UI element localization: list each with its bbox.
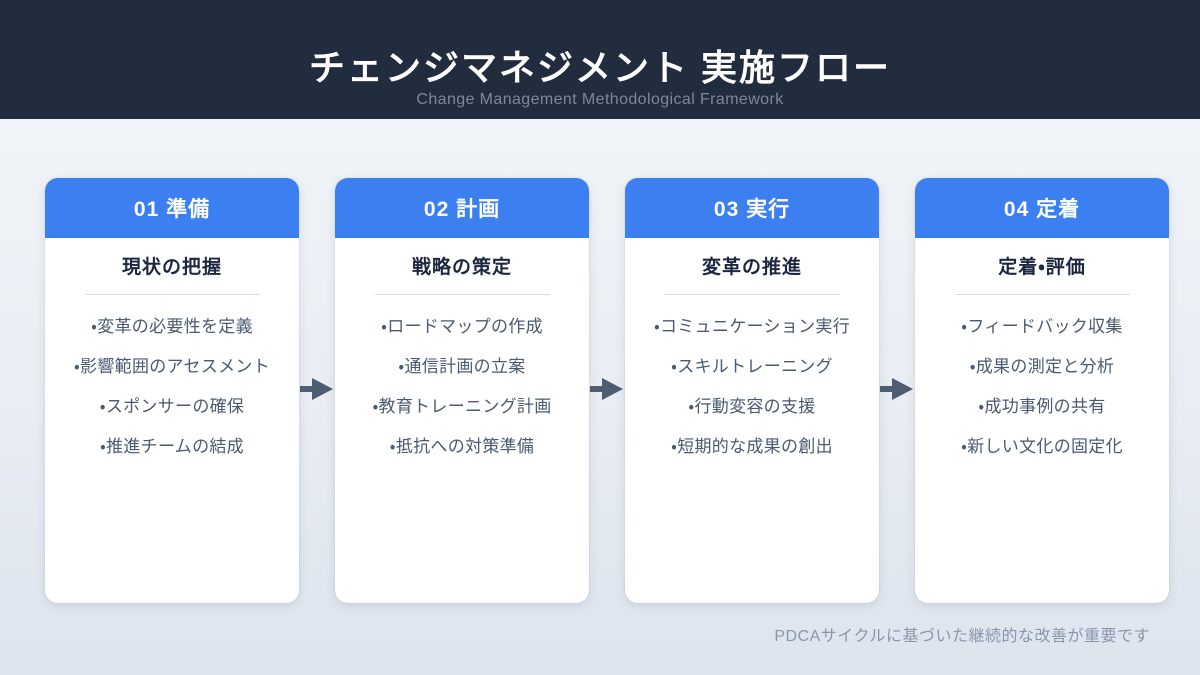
step-item: ・教育トレーニング計画 bbox=[372, 397, 552, 416]
step-card-4-header: 04 定着 bbox=[915, 178, 1169, 238]
step-card-1: 01 準備 現状の把握 ・変革の必要性を定義 ・影響範囲のアセスメント ・スポン… bbox=[45, 178, 299, 603]
step-item: ・ロードマップの作成 bbox=[381, 317, 543, 336]
step-item: ・フィードバック収集 bbox=[961, 317, 1123, 336]
step-item: ・成果の測定と分析 bbox=[969, 357, 1115, 376]
divider bbox=[374, 294, 550, 295]
step-item: ・短期的な成果の創出 bbox=[671, 437, 833, 456]
step-card-2-subtitle: 戦略の策定 bbox=[411, 257, 512, 278]
arrow-right-icon bbox=[590, 378, 623, 400]
step-card-3-item-list: ・コミュニケーション実行 ・スキルトレーニング ・行動変容の支援 ・短期的な成果… bbox=[625, 307, 879, 467]
step-item: ・成功事例の共有 bbox=[978, 397, 1106, 416]
step-item: ・通信計画の立案 bbox=[398, 357, 526, 376]
step-card-3-header: 03 実行 bbox=[625, 178, 879, 238]
step-card-4-subtitle: 定着・評価 bbox=[998, 257, 1086, 278]
step-item: ・抵抗への対策準備 bbox=[389, 437, 535, 456]
flow-diagram: 01 準備 現状の把握 ・変革の必要性を定義 ・影響範囲のアセスメント ・スポン… bbox=[0, 119, 1200, 603]
step-card-1-item-list: ・変革の必要性を定義 ・影響範囲のアセスメント ・スポンサーの確保 ・推進チーム… bbox=[45, 307, 299, 467]
slide-header: チェンジマネジメント 実施フロー Change Management Metho… bbox=[0, 0, 1200, 119]
step-item: ・影響範囲のアセスメント bbox=[73, 357, 271, 376]
page-subtitle: Change Management Methodological Framewo… bbox=[416, 91, 784, 108]
step-card-4-item-list: ・フィードバック収集 ・成果の測定と分析 ・成功事例の共有 ・新しい文化の固定化 bbox=[915, 307, 1169, 467]
step-item: ・コミュニケーション実行 bbox=[653, 317, 851, 336]
arrow-right-icon bbox=[300, 378, 333, 400]
step-card-2: 02 計画 戦略の策定 ・ロードマップの作成 ・通信計画の立案 ・教育トレーニン… bbox=[335, 178, 589, 603]
footer-note: PDCAサイクルに基づいた継続的な改善が重要です bbox=[774, 628, 1150, 645]
step-item: ・変革の必要性を定義 bbox=[91, 317, 253, 336]
step-card-3-subtitle: 変革の推進 bbox=[701, 257, 802, 278]
flow-arrow-1 bbox=[299, 377, 335, 401]
step-card-2-item-list: ・ロードマップの作成 ・通信計画の立案 ・教育トレーニング計画 ・抵抗への対策準… bbox=[335, 307, 589, 467]
step-card-1-subtitle: 現状の把握 bbox=[121, 257, 222, 278]
arrow-right-icon bbox=[880, 378, 913, 400]
step-card-2-header: 02 計画 bbox=[335, 178, 589, 238]
divider bbox=[84, 294, 260, 295]
divider bbox=[664, 294, 840, 295]
step-item: ・行動変容の支援 bbox=[688, 397, 816, 416]
step-card-1-header: 01 準備 bbox=[45, 178, 299, 238]
step-item: ・スキルトレーニング bbox=[671, 357, 833, 376]
step-card-3: 03 実行 変革の推進 ・コミュニケーション実行 ・スキルトレーニング ・行動変… bbox=[625, 178, 879, 603]
step-item: ・スポンサーの確保 bbox=[99, 397, 245, 416]
flow-arrow-2 bbox=[589, 377, 625, 401]
page-title: チェンジマネジメント 実施フロー bbox=[308, 47, 891, 89]
step-item: ・新しい文化の固定化 bbox=[961, 437, 1123, 456]
step-card-4: 04 定着 定着・評価 ・フィードバック収集 ・成果の測定と分析 ・成功事例の共… bbox=[915, 178, 1169, 603]
step-item: ・推進チームの結成 bbox=[100, 437, 244, 456]
flow-arrow-3 bbox=[879, 377, 915, 401]
divider bbox=[954, 294, 1130, 295]
